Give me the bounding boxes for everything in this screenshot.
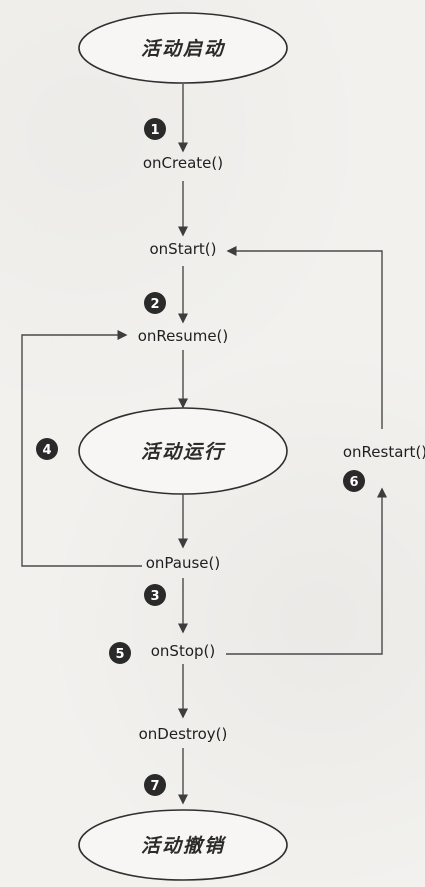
onpause-label: onPause() — [146, 554, 221, 572]
step-4-number: 4 — [42, 443, 51, 458]
step-6-badge — [343, 470, 365, 492]
step-1-number: 1 — [150, 123, 159, 138]
onstart-label: onStart() — [149, 240, 216, 258]
step-2-number: 2 — [150, 297, 159, 312]
step-3-number: 3 — [150, 589, 159, 604]
step-3-badge — [144, 584, 166, 606]
step-7-number: 7 — [150, 779, 159, 794]
activity-launch-node — [78, 12, 288, 84]
step-2-badge — [144, 292, 166, 314]
activity-launch-label: 活动启动 — [141, 38, 226, 60]
loop-onpause-to-onresume — [21, 330, 142, 567]
loop-onstop-to-onrestart — [226, 487, 387, 655]
onrestart-label: onRestart() — [343, 443, 425, 461]
loop-onrestart-to-onstart — [226, 246, 383, 429]
step-4-badge — [36, 438, 58, 460]
onresume-label: onResume() — [138, 327, 229, 345]
step-7-badge — [144, 774, 166, 796]
ondestroy-label: onDestroy() — [139, 725, 228, 743]
activity-shutdown-node — [78, 809, 288, 881]
step-6-number: 6 — [349, 475, 358, 490]
step-5-badge — [109, 642, 131, 664]
activity-running-label: 活动运行 — [141, 441, 226, 463]
activity-shutdown-label: 活动撤销 — [141, 835, 227, 857]
onstop-label: onStop() — [151, 642, 216, 660]
step-1-badge — [144, 118, 166, 140]
step-5-number: 5 — [115, 647, 124, 662]
oncreate-label: onCreate() — [143, 154, 223, 172]
